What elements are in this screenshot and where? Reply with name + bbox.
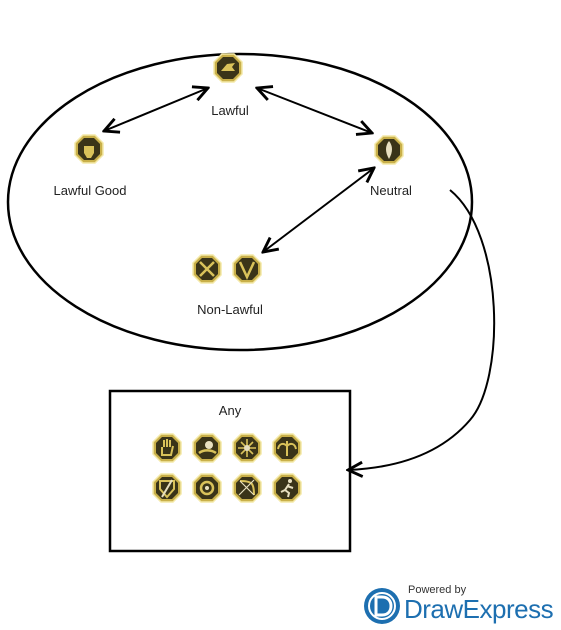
- shield-chevron-icon: [232, 254, 262, 284]
- crossed-weapons-icon: [192, 254, 222, 284]
- sun-circle-icon: [192, 473, 222, 503]
- burst-figure-icon: [232, 433, 262, 463]
- flame-figure-icon: [374, 135, 404, 165]
- lawful-label: Lawful: [211, 103, 249, 118]
- open-hand-icon: [152, 433, 182, 463]
- powered-by-text: Powered by: [408, 584, 467, 596]
- any-label: Any: [218, 403, 242, 418]
- alignment-ellipse: [6, 52, 474, 352]
- wordmark-draw: Draw: [404, 594, 463, 624]
- bow-icon: [232, 473, 262, 503]
- arrow-neutral-nonlawful: [263, 168, 374, 252]
- non-lawful-label: Non-Lawful: [197, 302, 263, 317]
- arrow-lawful-lawfulgood: [104, 88, 208, 131]
- arrow-neutral-any: [348, 189, 496, 470]
- drawexpress-wordmark: DrawExpress: [404, 594, 554, 625]
- raised-fist-icon: [74, 134, 104, 164]
- drawexpress-branding: Powered by DrawExpress: [362, 583, 558, 629]
- running-figure-icon: [272, 473, 302, 503]
- hand-orb-icon: [192, 433, 222, 463]
- shield-slash-icon: [152, 473, 182, 503]
- lawful-good-label: Lawful Good: [53, 183, 127, 198]
- winged-figure-icon: [272, 433, 302, 463]
- wordmark-express: Express: [462, 594, 554, 624]
- arrow-lawful-neutral: [257, 88, 372, 133]
- neutral-label: Neutral: [370, 183, 412, 198]
- gauntlet-pointing-icon: [213, 53, 243, 83]
- drawexpress-logo-icon: [364, 588, 400, 624]
